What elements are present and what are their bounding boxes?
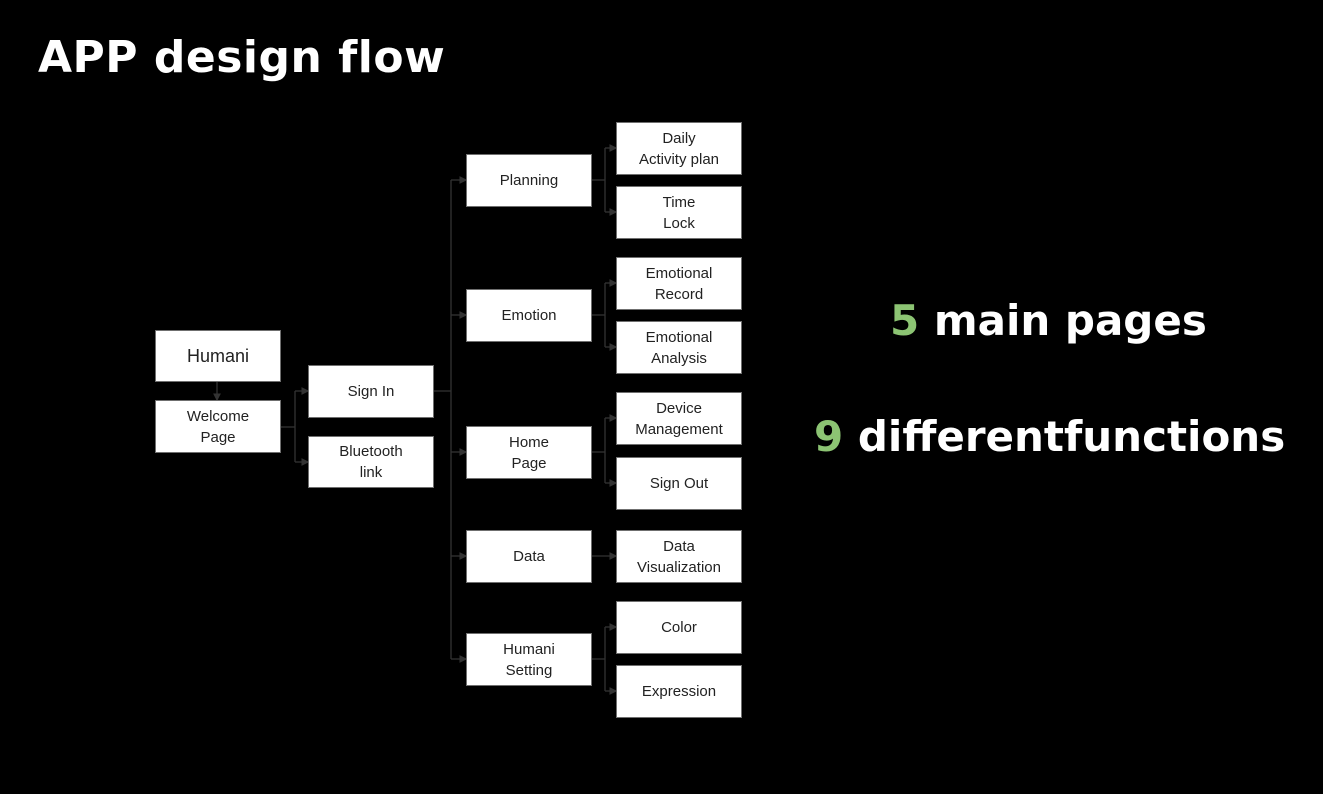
stat-main-pages-number: 5 (890, 296, 920, 345)
page-title: APP design flow (38, 32, 446, 83)
node-emotional-analysis: Emotional Analysis (616, 321, 742, 374)
node-sign-out: Sign Out (616, 457, 742, 510)
node-data-visualization: Data Visualization (616, 530, 742, 583)
stat-functions: 9 differentfunctions (814, 412, 1285, 461)
node-device-management: Device Management (616, 392, 742, 445)
node-emotional-record: Emotional Record (616, 257, 742, 310)
stat-functions-number: 9 (814, 412, 844, 461)
node-expression: Expression (616, 665, 742, 718)
node-daily-activity-plan: Daily Activity plan (616, 122, 742, 175)
stat-functions-text: differentfunctions (857, 412, 1286, 461)
node-time-lock: Time Lock (616, 186, 742, 239)
stat-main-pages: 5 main pages (890, 296, 1207, 345)
node-bluetooth-link: Bluetooth link (308, 436, 434, 488)
node-home-page: Home Page (466, 426, 592, 479)
node-color: Color (616, 601, 742, 654)
node-humani: Humani (155, 330, 281, 382)
node-data: Data (466, 530, 592, 583)
node-humani-setting: Humani Setting (466, 633, 592, 686)
node-planning: Planning (466, 154, 592, 207)
node-welcome-page: Welcome Page (155, 400, 281, 453)
node-emotion: Emotion (466, 289, 592, 342)
node-sign-in: Sign In (308, 365, 434, 418)
stat-main-pages-text: main pages (933, 296, 1207, 345)
